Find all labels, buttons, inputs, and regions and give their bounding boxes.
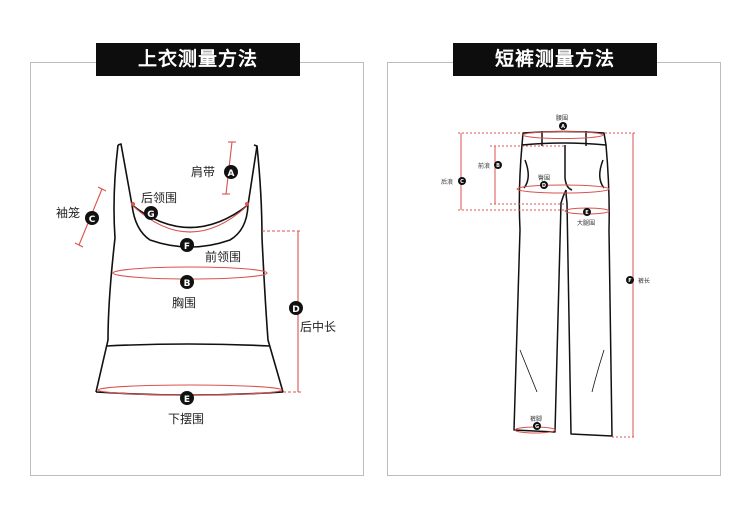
- top-label-d: 后中长: [300, 320, 337, 334]
- top-label-b: 胸围: [172, 296, 197, 310]
- pants-label-c: 后浪: [441, 179, 454, 186]
- svg-text:E: E: [585, 210, 589, 216]
- badge-top-a: A: [224, 165, 238, 179]
- top-section-title: 上衣测量方法: [96, 43, 300, 76]
- top-label-a: 肩带: [191, 165, 216, 179]
- top-label-e: 下摆围: [168, 412, 205, 426]
- top-label-c: 袖笼: [56, 206, 81, 220]
- badge-top-d: D: [289, 301, 303, 315]
- top-label-f: 前领围: [205, 250, 242, 264]
- pants-red-guides: [458, 131, 636, 438]
- svg-text:D: D: [542, 183, 546, 189]
- shorts-section-title: 短裤测量方法: [453, 43, 657, 76]
- svg-text:C: C: [460, 179, 464, 185]
- svg-text:A: A: [228, 169, 235, 179]
- badge-pants-d: D: [540, 181, 548, 189]
- badge-pants-a: A: [559, 122, 567, 130]
- top-measure-panel: [30, 62, 364, 476]
- badge-top-c: C: [85, 211, 99, 225]
- svg-text:G: G: [147, 210, 154, 220]
- badge-pants-e: E: [583, 208, 591, 216]
- svg-text:F: F: [628, 278, 631, 284]
- badge-top-e: E: [180, 391, 194, 405]
- svg-text:B: B: [496, 163, 500, 169]
- svg-text:D: D: [292, 305, 299, 315]
- badge-pants-f: F: [626, 276, 634, 284]
- badge-pants-c: C: [458, 177, 466, 185]
- svg-text:E: E: [184, 395, 190, 405]
- pants-label-g: 裤脚: [530, 416, 543, 423]
- pants-illustration: [513, 130, 613, 437]
- pants-label-e: 大腿围: [577, 220, 596, 227]
- tank-top-red-guides: [74, 141, 301, 396]
- pants-label-d: 臀围: [538, 175, 551, 182]
- svg-text:A: A: [561, 124, 565, 130]
- pants-label-f: 裤长: [638, 278, 651, 285]
- top-label-g: 后领围: [141, 191, 178, 205]
- svg-text:G: G: [535, 424, 539, 430]
- badge-top-g: G: [144, 206, 158, 220]
- svg-text:B: B: [184, 279, 191, 289]
- badge-pants-g: G: [533, 422, 541, 430]
- pants-label-a: 腰围: [556, 115, 569, 122]
- pants-label-b: 前浪: [478, 163, 491, 170]
- badge-top-b: B: [180, 275, 194, 289]
- svg-text:C: C: [89, 215, 96, 225]
- badge-top-f: F: [180, 238, 194, 252]
- svg-text:F: F: [184, 242, 190, 252]
- badge-pants-b: B: [494, 161, 502, 169]
